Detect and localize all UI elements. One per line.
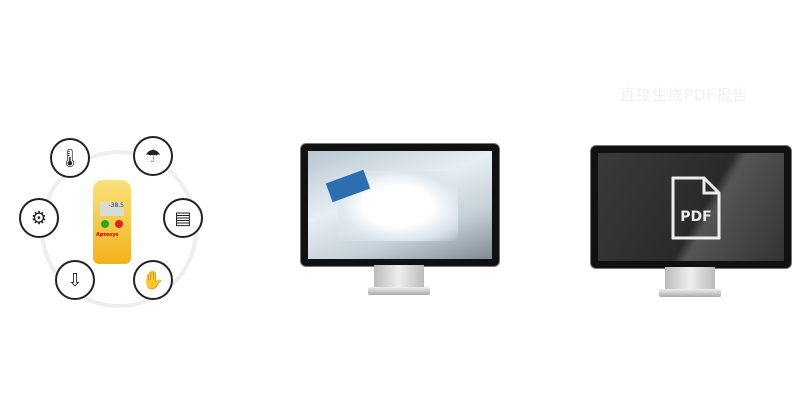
hand-device-icon: ✋ <box>133 260 173 300</box>
caption-generate-pdf-report: 直接生成PDF报告 <box>620 86 749 104</box>
freezer-image <box>308 151 492 259</box>
device-display: -38.5 <box>100 202 124 216</box>
download-icon: ⇩ <box>55 260 95 300</box>
data-logger-device: -38.5 Apresys <box>93 180 131 264</box>
stop-button <box>115 220 123 228</box>
device-brand: Apresys <box>96 232 119 238</box>
thermometer-freezer-icon: 🌡 <box>50 138 90 178</box>
gear-icon: ⚙ <box>19 198 59 238</box>
report-icon: ▤ <box>163 198 203 238</box>
start-button <box>101 220 109 228</box>
pdf-label: PDF <box>680 209 711 225</box>
pdf-file-icon: PDF <box>671 176 721 240</box>
umbrella-rain-icon: ☂ <box>133 136 173 176</box>
